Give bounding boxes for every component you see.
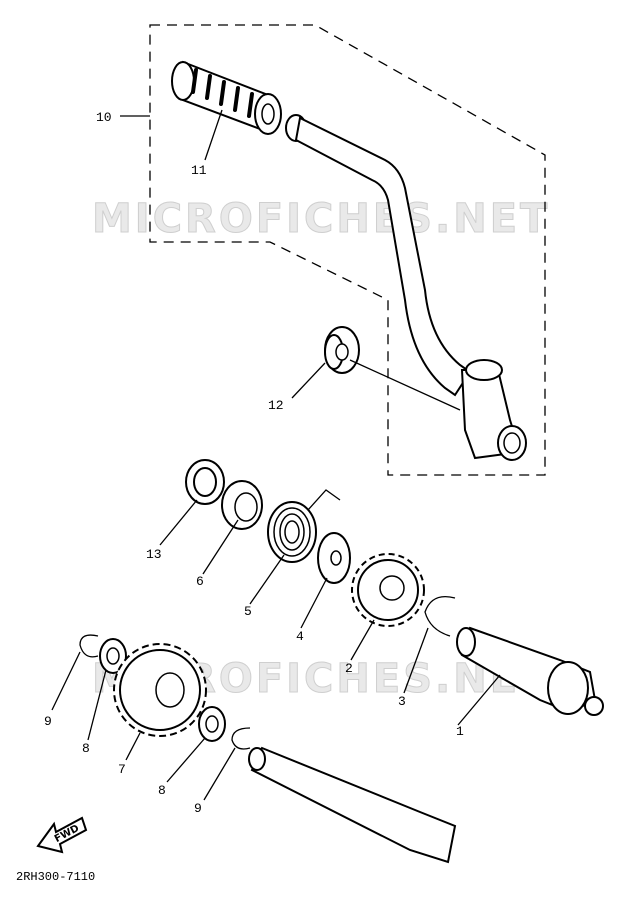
- callout-2: 2: [345, 661, 353, 676]
- callout-11: 11: [191, 163, 207, 178]
- washer-8-bottom: [198, 706, 226, 742]
- callout-labels: 1 2 3 4 5 6 7 8 8 9 9 10 11 12 13: [44, 110, 464, 816]
- fwd-arrow-icon: FWD: [36, 816, 88, 854]
- shaft: [248, 746, 457, 864]
- circlip-9-top: [79, 634, 99, 658]
- kick-crank-assembly-boundary: [149, 24, 546, 476]
- torsion-spring-5: [267, 489, 341, 563]
- callout-13: 13: [146, 547, 162, 562]
- callout-5: 5: [244, 604, 252, 619]
- callout-8-top: 8: [82, 741, 90, 756]
- kick-axle-1: [456, 626, 604, 716]
- callout-7: 7: [118, 762, 126, 777]
- watermark-top: MICROFICHES.NET: [92, 196, 550, 242]
- callout-4: 4: [296, 629, 304, 644]
- callout-8-bottom: 8: [158, 783, 166, 798]
- idle-gear-7: [113, 643, 207, 737]
- washer-4: [317, 532, 351, 584]
- spring-guide-6: [221, 480, 263, 530]
- callout-9-top: 9: [44, 714, 52, 729]
- kick-crank-grip: [171, 60, 282, 135]
- circlip-3: [424, 595, 456, 637]
- callout-9-bottom: 9: [194, 801, 202, 816]
- washer-8-top: [99, 638, 127, 674]
- callout-3: 3: [398, 694, 406, 709]
- kick-gear-2: [351, 553, 425, 627]
- oil-seal-13: [185, 459, 225, 505]
- callout-10: 10: [96, 110, 112, 125]
- diagram-code: 2RH300-7110: [16, 870, 95, 884]
- washer-12: [324, 326, 360, 374]
- callout-6: 6: [196, 574, 204, 589]
- callout-12: 12: [268, 398, 284, 413]
- callout-1: 1: [456, 724, 464, 739]
- callout-leaders: [51, 109, 501, 801]
- kick-crank-arm: [285, 114, 527, 461]
- circlip-9-bottom: [231, 727, 251, 750]
